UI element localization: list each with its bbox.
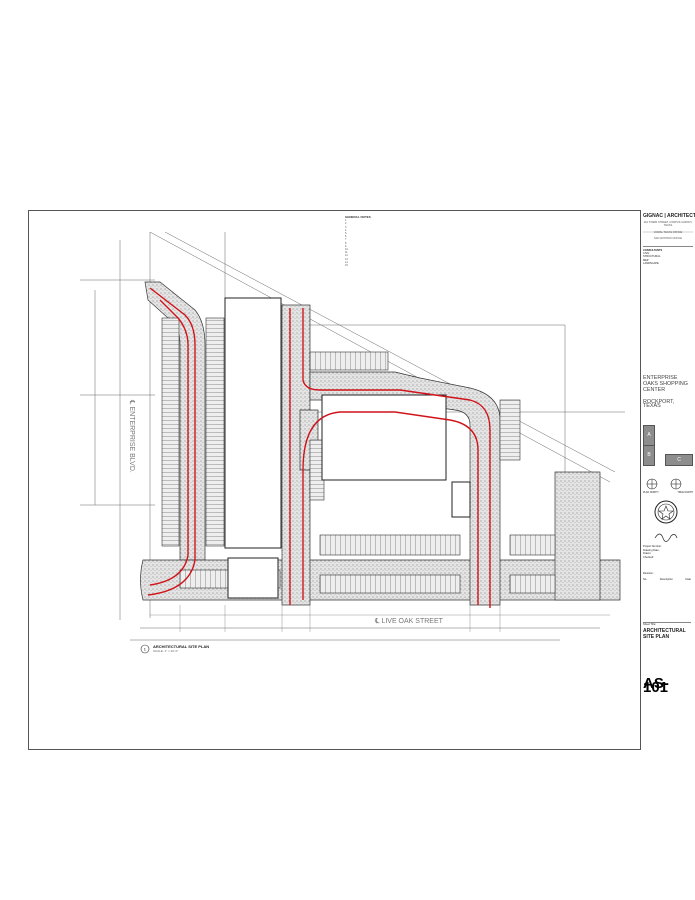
info-row: Drawing Date:	[643, 549, 691, 553]
detail-bubble	[140, 644, 150, 654]
plan-title: ARCHITECTURAL SITE PLAN SCALE: 1" = 20'-…	[153, 644, 209, 653]
note-item: 5.	[345, 232, 347, 236]
revision-table: Revision: No. Description Date	[643, 572, 691, 582]
project-info: Project Number: Drawing Date: Drawn: Che…	[643, 545, 691, 559]
architect-seal-icon	[654, 500, 678, 524]
note-item: 12.	[345, 254, 349, 258]
sheet-title-label: Sheet Title:	[643, 623, 656, 626]
title-block: GIGNAC | ARCHITECTS 416 STARR STREET, CO…	[643, 210, 695, 750]
drawing-border	[28, 210, 641, 750]
consultant: CIVIL	[643, 252, 650, 256]
note-item: 4.	[345, 228, 347, 232]
key-plan-b: B	[643, 445, 655, 466]
plan-north-label: PLAN NORTH	[643, 491, 659, 494]
building-2	[321, 394, 447, 481]
notes-heading: GENERAL NOTES	[345, 215, 371, 219]
north-arrow-icon	[646, 478, 682, 490]
info-label: Checked:	[643, 555, 654, 559]
building-1	[224, 297, 282, 549]
info-row: Project Number:	[643, 545, 691, 549]
note-item: 3.	[345, 225, 347, 229]
plan-title-text: ARCHITECTURAL SITE PLAN	[153, 644, 210, 649]
sheet-number: AS-101	[643, 675, 669, 696]
info-row: Drawn:	[643, 552, 691, 556]
consultant: MEP	[643, 258, 649, 262]
equipment-pad	[451, 481, 471, 518]
detail-number: 1	[144, 647, 147, 652]
info-row: Checked:	[643, 556, 691, 560]
dumpster-enclosure	[227, 557, 279, 599]
fire-lane	[147, 287, 491, 608]
consultants: CONSULTANTS CIVIL STRUCTURAL MEP LANDSCA…	[643, 245, 693, 266]
dimension-ticks	[150, 605, 610, 632]
info-label: Project Number:	[643, 545, 662, 548]
note-item: 10.	[345, 248, 349, 252]
plan-scale: SCALE: 1" = 20'-0"	[153, 649, 179, 653]
key-plan-c: C	[665, 454, 693, 466]
street-west-label: ℄ ENTERPRISE BLVD.	[128, 399, 135, 473]
consultants-heading: CONSULTANTS	[643, 248, 663, 252]
info-label: Drawn:	[643, 552, 652, 556]
note-item: 9.	[345, 244, 347, 248]
consultant: LANDSCAPE	[643, 262, 659, 266]
note-item: 13.	[345, 257, 349, 261]
note-item: 15.	[345, 264, 349, 268]
signature-icon	[654, 533, 678, 542]
north-labels: PLAN NORTH TRUE NORTH	[643, 491, 693, 495]
street-south-label: ℄ LIVE OAK STREET	[374, 618, 444, 625]
revision-label: Revision:	[643, 572, 654, 575]
sheet-title-block: Sheet Title: ARCHITECTURAL SITE PLAN	[643, 622, 691, 640]
note-item: 1.	[345, 219, 347, 223]
office-address: 416 STARR STREET, CORPUS CHRISTI, TEXAS	[643, 221, 693, 228]
firm-logo: GIGNAC | ARCHITECTS	[643, 213, 695, 219]
general-notes: GENERAL NOTES 1. 2. 3. 4. 5. 6. 7. 8. 9.…	[345, 215, 437, 268]
note-item: 14.	[345, 260, 349, 264]
note-item: 6.	[345, 235, 347, 239]
note-item: 2.	[345, 222, 347, 226]
property-lines	[80, 231, 625, 641]
true-north-label: TRUE NORTH	[677, 491, 693, 494]
revision-col: Description	[659, 578, 673, 581]
note-item: 11.	[345, 251, 349, 255]
note-item: 7.	[345, 238, 347, 242]
key-plan-a: A	[643, 425, 655, 446]
note-item: 8.	[345, 241, 347, 245]
office-address: COMAL TEXAS OFFICE	[653, 230, 683, 234]
project-city: ROCKPORT, TEXAS	[643, 399, 675, 409]
office-address: SAN ANTONIO OFFICE	[654, 237, 682, 241]
buildings	[224, 297, 471, 599]
project-name: ENTERPRISE OAKS SHOPPING CENTER	[643, 375, 688, 393]
revision-col: Date	[685, 578, 691, 581]
parking-stalls	[161, 317, 556, 594]
consultant: STRUCTURAL	[643, 255, 661, 259]
sheet-title: ARCHITECTURAL SITE PLAN	[643, 628, 686, 640]
revision-col: No.	[643, 578, 648, 581]
info-label: Drawing Date:	[643, 548, 660, 552]
